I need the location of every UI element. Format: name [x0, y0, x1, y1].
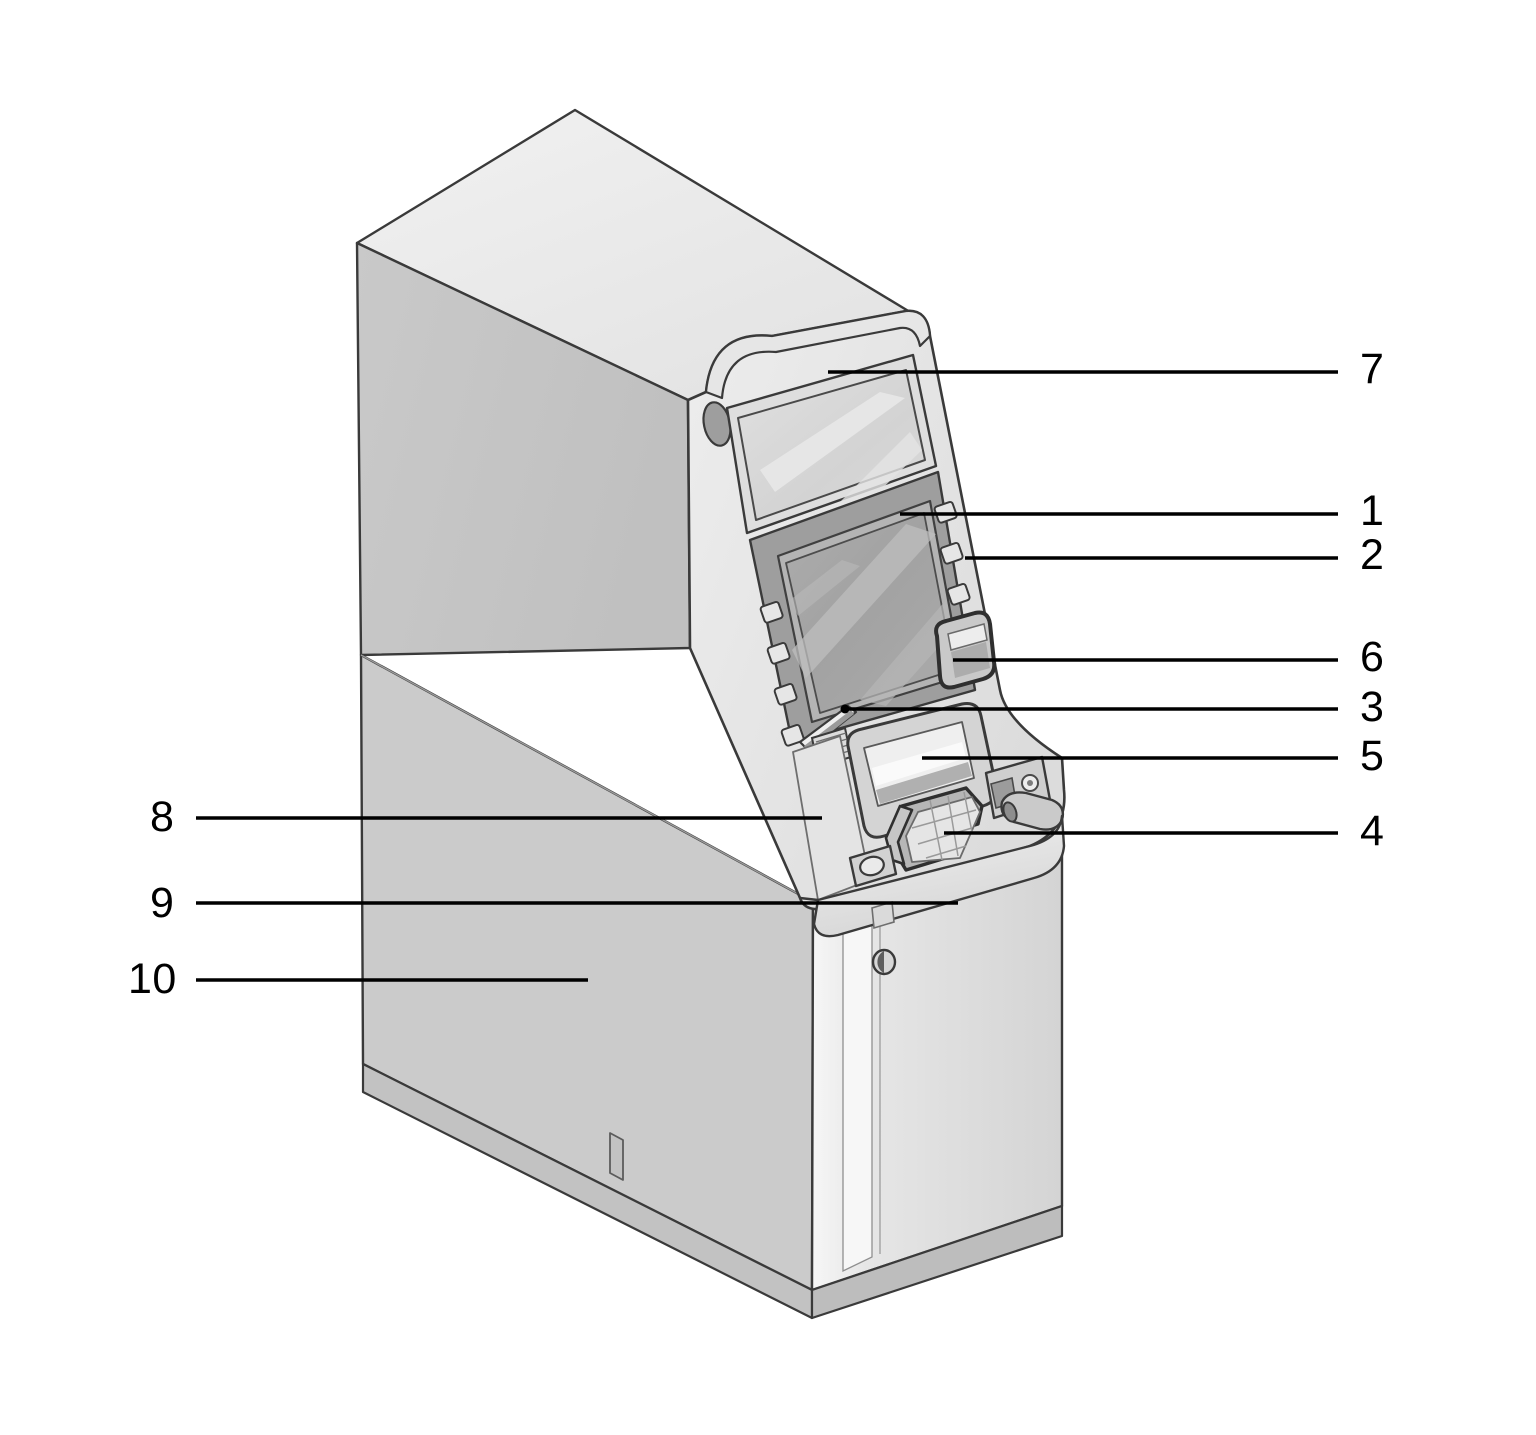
callout-number-5: 5: [1360, 732, 1385, 780]
fdk-right-key-2[interactable]: [939, 541, 964, 565]
fascia-head-assembly: [686, 309, 1066, 938]
topper-reflection-b: [840, 432, 922, 508]
assistance-button-cap: [859, 855, 885, 877]
fdk-left-key-1[interactable]: [759, 600, 784, 624]
keypad-plate: [905, 796, 981, 863]
callout-number-7: 7: [1360, 345, 1385, 393]
main-display-screen[interactable]: [776, 499, 964, 724]
screen-glare-b: [860, 600, 952, 706]
fascia-top-bead: [704, 309, 932, 400]
topper-reflection-a: [760, 392, 905, 492]
topper-header-panel: [725, 353, 938, 535]
callout-number-9: 9: [150, 879, 175, 927]
callout-number-10: 10: [128, 955, 177, 1003]
fdk-right-key-3[interactable]: [946, 582, 971, 606]
safe-front-plinth: [810, 1204, 1064, 1320]
callout-leader-lines: [196, 370, 1338, 982]
safe-side-notch: [609, 1132, 624, 1181]
screen-glare-a: [792, 524, 936, 678]
screen-glare-c: [790, 560, 860, 616]
function-keys-fdk-left[interactable]: [759, 600, 805, 747]
contactless-dot: [1027, 780, 1033, 786]
deposit-light-bar: [872, 742, 966, 786]
fdk-left-key-3[interactable]: [773, 682, 798, 706]
edge-roll-cap: [1002, 801, 1018, 823]
fdk-left-key-2[interactable]: [766, 641, 791, 665]
safe-lock-icon: [871, 948, 897, 976]
keypad-key-grid: [911, 791, 977, 861]
card-reader-slot[interactable]: [934, 610, 997, 690]
callout-number-1: 1: [1360, 487, 1385, 535]
safe-door-hinge-strip: [842, 885, 873, 1273]
callout-number-8: 8: [150, 793, 175, 841]
callout-number-2: 2: [1360, 531, 1385, 579]
callout-number-3: 3: [1360, 683, 1385, 731]
pin-pad-keypad[interactable]: [884, 786, 984, 872]
fascia-bottom-edge: [799, 896, 819, 902]
card-reader-aperture: [947, 623, 988, 651]
deposit-throat: [876, 762, 972, 804]
safe-side-seam: [360, 654, 814, 903]
callout-number-6: 6: [1360, 633, 1385, 681]
speaker-line-1: [815, 732, 847, 743]
assistance-button[interactable]: [848, 844, 898, 888]
fdk-left-key-4[interactable]: [780, 723, 805, 747]
callout-dot-3: [840, 704, 850, 714]
callout-number-4: 4: [1360, 807, 1385, 855]
